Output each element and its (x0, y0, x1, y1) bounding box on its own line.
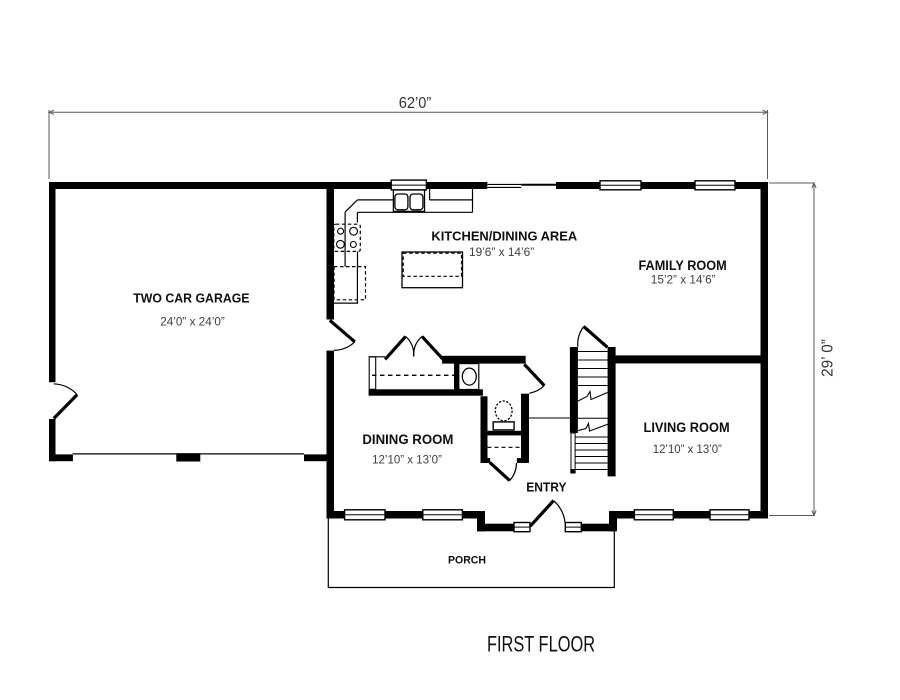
svg-text:12’10” x 13’0”: 12’10” x 13’0” (372, 452, 442, 466)
svg-text:15’2” x 14’6”: 15’2” x 14’6” (651, 273, 716, 287)
svg-text:FAMILY ROOM: FAMILY ROOM (639, 258, 727, 273)
svg-text:LIVING ROOM: LIVING ROOM (644, 420, 730, 435)
svg-text:19’6” x 14’6”: 19’6” x 14’6” (469, 245, 534, 259)
svg-text:FIRST FLOOR: FIRST FLOOR (487, 632, 595, 657)
svg-text:ENTRY: ENTRY (526, 481, 567, 495)
svg-text:62’0”: 62’0” (399, 95, 432, 112)
svg-text:29’ 0”: 29’ 0” (820, 339, 837, 377)
svg-text:12’10” x 13’0”: 12’10” x 13’0” (653, 442, 722, 456)
svg-text:PORCH: PORCH (448, 555, 486, 567)
svg-text:KITCHEN/DINING AREA: KITCHEN/DINING AREA (431, 228, 577, 243)
svg-text:DINING ROOM: DINING ROOM (362, 432, 453, 447)
svg-text:TWO CAR GARAGE: TWO CAR GARAGE (133, 291, 250, 306)
svg-text:24’0” x 24’0”: 24’0” x 24’0” (160, 315, 225, 329)
